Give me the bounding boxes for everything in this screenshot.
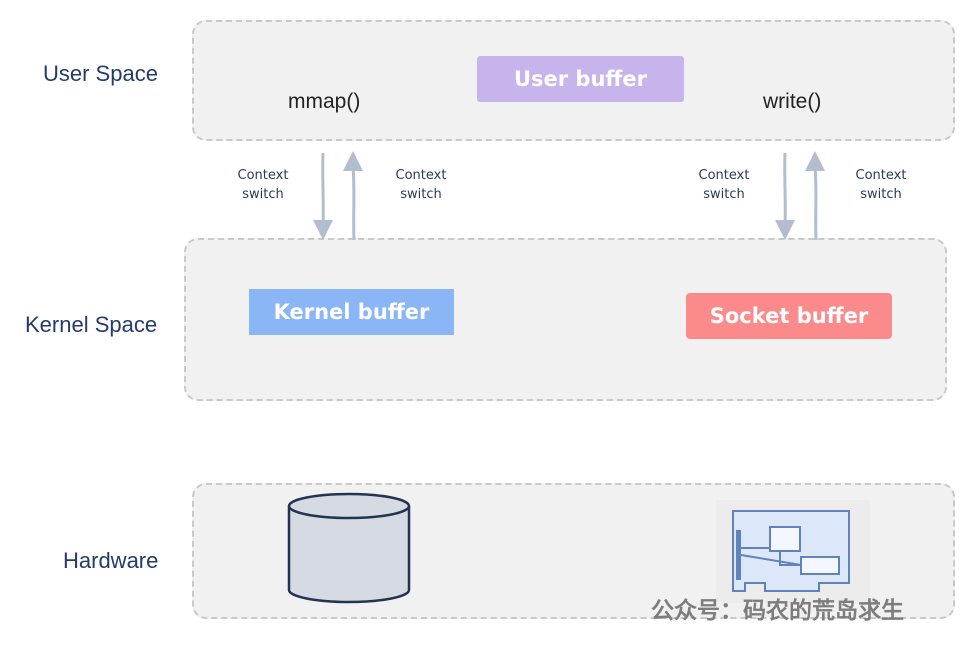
context-switch-line1: Context bbox=[395, 168, 447, 183]
context-switch-label-write-down: Context switch bbox=[679, 166, 769, 204]
context-switch-line2: switch bbox=[703, 187, 745, 202]
kernel-space-label: Kernel Space bbox=[25, 312, 158, 337]
context-switch-label-mmap-down: Context switch bbox=[218, 166, 308, 204]
mmap-call-label: mmap() bbox=[288, 90, 361, 113]
context-switch-line2: switch bbox=[242, 187, 284, 202]
disk-cylinder-icon bbox=[287, 492, 411, 604]
arrow-mmap-down bbox=[313, 152, 333, 240]
hardware-label: Hardware bbox=[63, 548, 159, 573]
context-switch-line2: switch bbox=[400, 187, 442, 202]
context-switch-line1: Context bbox=[855, 168, 907, 183]
user-buffer: User buffer bbox=[477, 56, 684, 102]
watermark-text: 公众号：码农的荒岛求生 bbox=[651, 598, 904, 624]
network-card-icon bbox=[716, 500, 870, 603]
arrow-mmap-up bbox=[343, 151, 363, 241]
arrow-write-up bbox=[805, 151, 825, 241]
context-switch-line2: switch bbox=[860, 187, 902, 202]
context-switch-line1: Context bbox=[698, 168, 750, 183]
write-call-label: write() bbox=[763, 90, 822, 113]
context-switch-label-write-up: Context switch bbox=[836, 166, 926, 204]
user-space-label: User Space bbox=[43, 61, 158, 86]
arrow-write-down bbox=[775, 152, 795, 240]
kernel-buffer: Kernel buffer bbox=[249, 289, 454, 335]
socket-buffer: Socket buffer bbox=[686, 293, 892, 339]
context-switch-line1: Context bbox=[237, 168, 289, 183]
context-switch-label-mmap-up: Context switch bbox=[376, 166, 466, 204]
